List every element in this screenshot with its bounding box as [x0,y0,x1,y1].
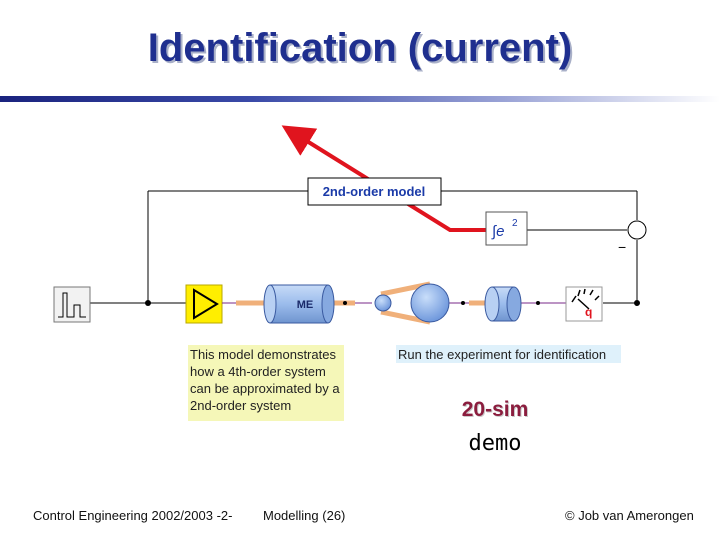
step-source-block[interactable] [53,286,91,323]
belt-pulley-block[interactable] [374,283,450,323]
signal-lines [89,190,638,304]
model-block[interactable]: 2nd-order model [307,177,442,206]
footer-course: Control Engineering 2002/2003 -2- [33,508,233,523]
sensor-label: q [585,305,592,319]
note-line: can be approximated by a [190,381,340,396]
error-integrator-block[interactable]: ∫e 2 [485,211,528,246]
run-experiment-note: Run the experiment for identification [396,345,621,363]
demo-title: 20-sim [461,398,529,421]
footer-author: © Job van Amerongen [565,508,694,523]
note-line: how a 4th-order system [190,364,326,379]
note-line: This model demonstrates [190,347,336,362]
angle-sensor-block[interactable]: q [565,286,603,322]
model-label: 2nd-order model [323,184,426,199]
integrator-label: ∫e [491,223,504,240]
amplifier-block[interactable] [185,284,223,324]
summing-junction[interactable]: − [618,220,647,255]
minus-sign: − [618,239,626,255]
model-description-note: This model demonstrates how a 4th-order … [188,345,344,421]
title-divider [0,96,720,102]
demo-subtitle: demo [468,431,522,456]
motor-block[interactable]: ME [263,284,335,324]
identification-arrow [281,125,486,232]
integrator-exponent: 2 [512,218,518,229]
slide-title: Identification (current) [147,26,573,70]
footer-page: Modelling (26) [263,508,346,523]
note-line: 2nd-order system [190,398,292,413]
junction-dots [145,300,640,306]
load-block[interactable] [484,286,522,322]
motor-label: ME [297,299,314,311]
